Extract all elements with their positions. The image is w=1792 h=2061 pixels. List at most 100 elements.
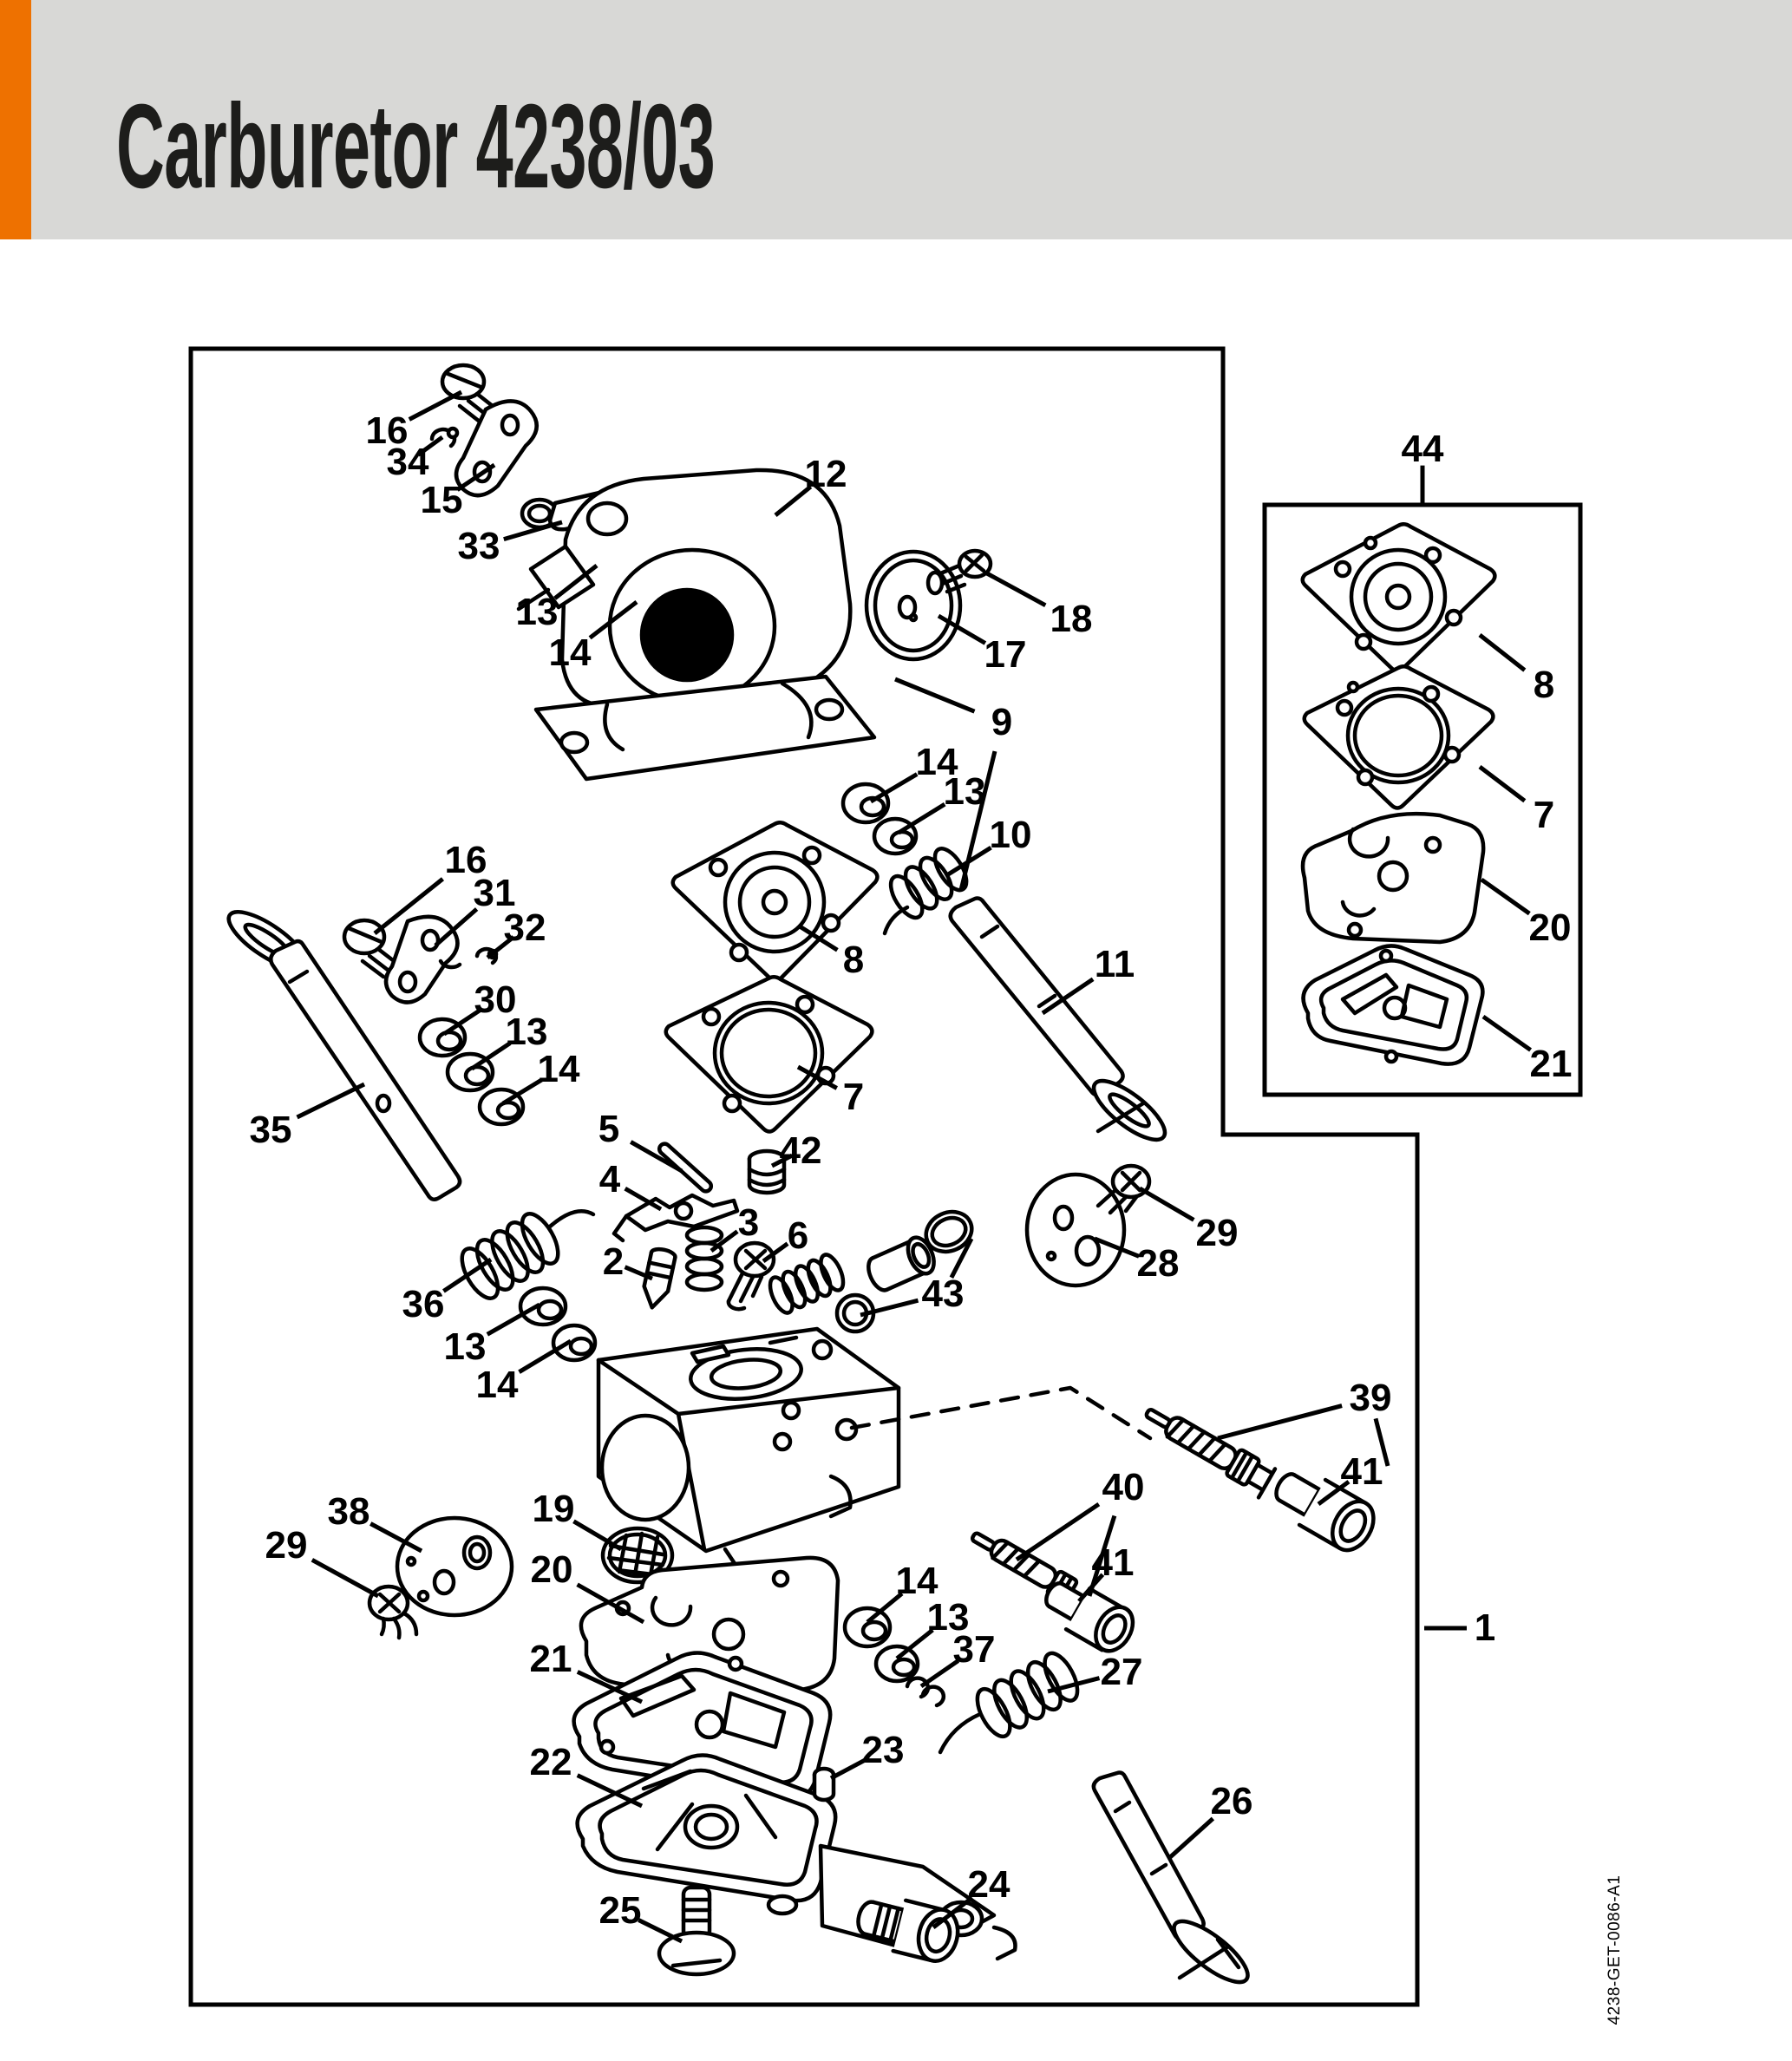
part-callout-18-7: 18 [1050, 598, 1093, 640]
part-callout-15-2: 15 [420, 479, 463, 521]
part-callout-34-1: 34 [386, 441, 429, 483]
part-metering-diaphragm-20 [579, 1555, 840, 1692]
part-callout-14-5: 14 [548, 631, 592, 674]
part-callout-29-40: 29 [265, 1524, 308, 1567]
part-callout-11-15: 11 [1094, 943, 1135, 985]
inset-part-diaphragm-8 [1300, 522, 1497, 673]
part-socket-41-upper [1274, 1472, 1376, 1553]
part-callout-17-8: 17 [984, 633, 1027, 676]
part-lever-31 [383, 914, 462, 1004]
part-spring-27 [975, 1651, 1080, 1739]
page-title: Carburetor 4238/03 [116, 80, 716, 213]
brand-accent-bar [0, 0, 31, 239]
page-header: Carburetor 4238/03 [0, 0, 1792, 239]
part-callout-41-38: 41 [1091, 1541, 1135, 1584]
part-callout-42-28: 42 [779, 1129, 822, 1172]
callout-leader-lines [296, 389, 1533, 1944]
inset-part-gasket-21 [1301, 944, 1485, 1066]
part-spring-36 [460, 1212, 560, 1300]
part-callout-13-4: 13 [515, 591, 559, 633]
part-spring-43 [768, 1253, 846, 1315]
part-callout-32-18: 32 [503, 906, 546, 949]
part-throttle-shaft-35 [226, 910, 462, 1202]
part-metering-lever-4 [612, 1193, 740, 1243]
part-screw-6 [726, 1240, 776, 1312]
part-callout-2-31: 2 [602, 1240, 625, 1283]
part-callout-13-20: 13 [505, 1011, 548, 1053]
part-callout-3-29: 3 [737, 1201, 760, 1244]
inset-part-gasket-7 [1302, 664, 1495, 810]
part-callout-40-37: 40 [1102, 1466, 1145, 1508]
part-elbow-connector-24 [856, 1898, 960, 1963]
part-bushing-14-left2 [551, 1323, 598, 1363]
part-inlet-screen-19 [600, 1526, 675, 1585]
part-callout-26-52: 26 [1210, 1780, 1253, 1822]
part-callout-12-6: 12 [804, 453, 847, 495]
part-callout-8-55: 8 [1533, 664, 1555, 706]
part-callout-19-41: 19 [532, 1488, 575, 1530]
diagram-frame [188, 346, 1583, 2007]
part-swivel-15 [454, 399, 539, 498]
part-screw-16-left [342, 918, 403, 986]
part-callout-9-9: 9 [991, 701, 1013, 743]
part-upper-carburetor-body [516, 468, 877, 782]
part-callout-37-47: 37 [952, 1628, 996, 1671]
part-callout-16-0: 16 [365, 409, 409, 452]
part-sleeve-43 [867, 1235, 936, 1292]
part-metering-spring-3 [684, 1225, 724, 1292]
part-cover-disc-28 [1024, 1172, 1127, 1288]
part-spring-27-tail [938, 1711, 983, 1755]
part-callout-22-44: 22 [529, 1741, 572, 1783]
part-spring-10-tail [882, 905, 910, 936]
part-callout-14-45: 14 [895, 1560, 939, 1602]
drawing-number: 4238-GET-0086-A1 [1606, 1875, 1624, 2025]
part-screw-25 [657, 1885, 736, 1977]
part-callout-14-10: 14 [915, 741, 958, 783]
part-callout-38-39: 38 [327, 1490, 370, 1533]
part-pump-gasket-7 [664, 975, 874, 1134]
part-callout-21-43: 21 [529, 1638, 572, 1680]
part-callout-20-57: 20 [1528, 906, 1572, 949]
part-bushing-13-bottom [873, 1644, 920, 1684]
part-callout-6-30: 6 [787, 1214, 809, 1257]
part-carburetor-body [596, 1326, 901, 1578]
part-callout-27-48: 27 [1100, 1651, 1143, 1693]
part-callout-25-50: 25 [598, 1889, 642, 1932]
part-callout-20-42: 20 [530, 1548, 573, 1591]
part-callout-5-26: 5 [598, 1108, 620, 1150]
part-screw-29-left [367, 1584, 419, 1640]
part-callout-13-11: 13 [943, 770, 986, 813]
part-callout-30-19: 30 [474, 978, 517, 1021]
part-spring-36-hook [547, 1209, 596, 1229]
inset-box [1262, 502, 1583, 1097]
part-callout-41-36: 41 [1340, 1450, 1383, 1493]
part-callout-36-23: 36 [402, 1283, 445, 1325]
part-callout-39-35: 39 [1349, 1377, 1392, 1419]
part-callout-43-32: 43 [921, 1273, 965, 1315]
part-callout-14-25: 14 [475, 1364, 519, 1406]
part-bushing-13-left2 [518, 1286, 568, 1327]
part-callout-33-3: 33 [457, 525, 500, 567]
part-callout-21-58: 21 [1529, 1043, 1573, 1085]
part-callout-7-56: 7 [1533, 794, 1555, 836]
inset-part-plate-20 [1300, 811, 1486, 945]
part-callout-4-27: 4 [598, 1158, 621, 1201]
part-throttle-shaft-26 [1091, 1770, 1250, 1985]
part-adj-screw-39 [1144, 1408, 1278, 1500]
part-bushing-14-mid [840, 782, 891, 825]
part-callout-29-33: 29 [1195, 1212, 1239, 1254]
part-choke-shaft-11 [948, 896, 1167, 1142]
part-callout-1-53: 1 [1474, 1606, 1496, 1649]
part-callout-23-49: 23 [861, 1729, 905, 1771]
part-callout-24-51: 24 [967, 1863, 1010, 1906]
part-cover-disc-17 [864, 549, 963, 662]
part-bushing-14-bottom [842, 1606, 893, 1649]
part-callout-31-17: 31 [473, 872, 516, 914]
part-callout-7-14: 7 [842, 1076, 865, 1118]
part-clip-34 [429, 426, 460, 448]
part-callout-10-12: 10 [989, 814, 1032, 856]
part-callout-13-46: 13 [926, 1596, 970, 1639]
part-socket-41-lower [1044, 1581, 1135, 1653]
part-callout-44-54: 44 [1401, 428, 1444, 470]
